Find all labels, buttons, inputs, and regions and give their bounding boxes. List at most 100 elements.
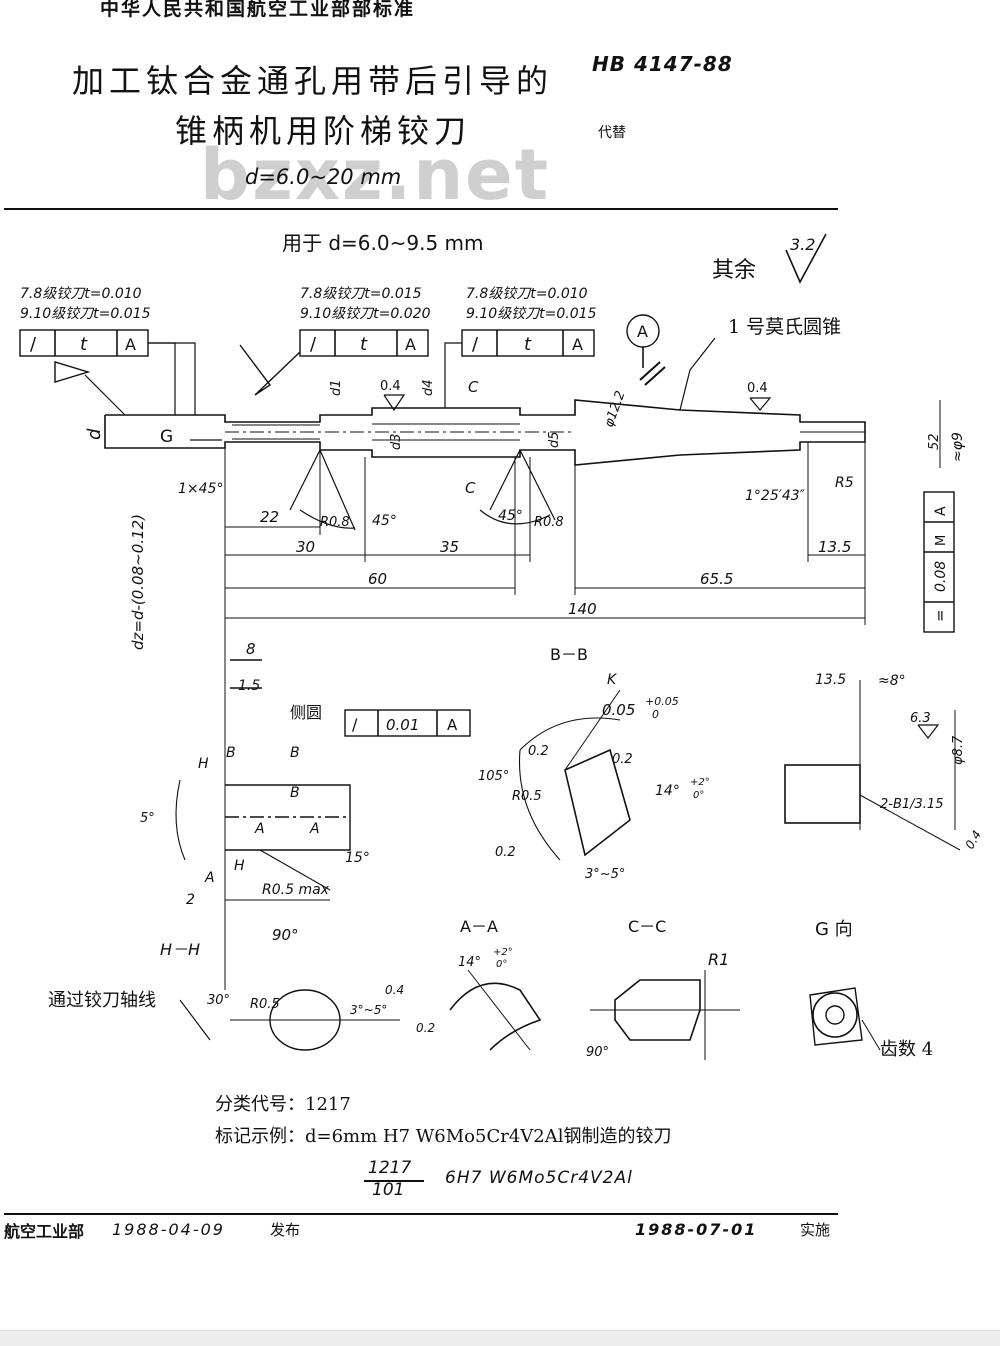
rest-label: 其余 [712,258,756,283]
angle-90: 90° [272,926,299,944]
issue-date: 1988-04-09 [112,1220,225,1239]
applies-to: 用于 d=6.0~9.5 mm [282,231,484,255]
implementation-label: 实施 [800,1221,831,1239]
tol-right-1: 7.8级铰刀t=0.010 [466,286,588,302]
marking-denominator: 101 [372,1180,405,1200]
r1-label: R1 [708,950,729,969]
angle-3-5-hh: 3°~5° [350,1003,387,1017]
phi12-label: φ12.2 [602,389,629,429]
dim-13-5: 13.5 [818,538,851,556]
fcf-mid-symbol: / [310,334,317,355]
angle-14-lower: 0° [693,790,704,801]
footer-rule [4,1213,838,1215]
chamfer-label: 1×45° [178,481,223,497]
dim-65-5: 65.5 [700,570,733,588]
d5-label: d5 [547,431,562,448]
right-fcf-m: M [934,535,949,546]
drawing-annotations: 用于 d=6.0~9.5 mm 其余 3.2 7.8级铰刀t=0.010 9.1… [20,231,984,1060]
side-circle-label: 侧圆 [290,703,322,722]
fcf-right-symbol: / [472,334,479,355]
a-label-3: A [204,870,215,886]
diameter-range: d=6.0~20 mm [245,165,402,189]
angle-14-upper: +2° [690,777,710,788]
dim-35: 35 [440,538,459,556]
issue-label: 发布 [270,1221,301,1239]
d3-label: d3 [389,433,404,450]
dim-2: 2 [186,892,195,908]
watermark: bzxz.net [200,134,551,216]
k-tolerance-lower: 0 [652,708,659,721]
dim-8: 8 [246,640,256,658]
tol-left-1: 7.8级铰刀t=0.010 [20,286,142,302]
tol-left-2: 9.10级铰刀t=0.015 [20,306,151,322]
rough-02-c: 0.2 [495,845,516,860]
r05-hh: R0.5 [250,997,280,1012]
angle-105: 105° [478,769,509,784]
title-line-2: 锥柄机用阶梯铰刀 [175,112,472,150]
dim-13-5-b: 13.5 [815,672,846,688]
title-line-1: 加工钛合金通孔用带后引导的 [72,62,554,100]
fcf-right-t: t [524,334,532,355]
dim-1-5: 1.5 [238,678,260,694]
right-fcf-symbol: = [931,609,949,622]
marking-example: 标记示例：d=6mm H7 W6Mo5Cr4V2Al钢制造的铰刀 [215,1126,672,1147]
rough-02-a: 0.2 [528,744,549,759]
k-label: K [607,672,618,688]
viewer-bottom-band [0,1330,1000,1346]
c-bottom-label: C [465,479,476,497]
marking-fraction-line [364,1180,424,1182]
c-top-label: C [468,378,479,396]
d4-label: d4 [421,379,436,396]
axis-note: 通过铰刀轴线 [48,990,156,1011]
classification-code: 分类代号：1217 [215,1094,351,1115]
phi9-label: ≈φ9 [950,432,966,462]
tol-mid-1: 7.8级铰刀t=0.015 [300,286,422,302]
k-tolerance: 0.05 [602,701,635,719]
fcf-left-t: t [80,334,88,355]
angle-14-aa-upper: +2° [493,947,513,958]
implementation-date: 1988-07-01 [635,1220,758,1239]
dim-52: 52 [927,433,942,450]
taper-angle: 1°25′43″ [745,488,806,504]
angle-15: 15° [345,850,370,866]
rest-roughness: 3.2 [790,235,815,254]
b-label-1: B [226,745,236,761]
angle-5: 5° [140,811,155,826]
dz-formula: dz=d-(0.08~0.12) [129,514,147,650]
r08-right: R0.8 [534,515,564,530]
r08-left: R0.8 [320,515,350,530]
r05-label: R0.5 [512,789,542,804]
a-label-1: A [254,821,265,837]
center-hole-label: 2-B1/3.15 [880,797,943,812]
fcf-mid-t: t [360,334,368,355]
dim-22: 22 [260,508,279,526]
rough-04-label: 0.4 [380,379,401,394]
angle-14-aa-lower: 0° [496,959,507,970]
r5-label: R5 [835,475,854,491]
tol-right-2: 9.10级铰刀t=0.015 [466,306,597,322]
angle-3-5: 3°~5° [585,867,625,882]
b-label-2: B [290,745,300,761]
replaces-label: 代替 [598,125,626,141]
fcf-left-datum: A [125,335,136,354]
rough-02-b: 0.2 [612,752,633,767]
side-tol-value: 0.01 [386,716,419,734]
right-fcf-datum: A [933,506,949,516]
dim-60: 60 [368,570,387,588]
section-cc-title: C－C [628,917,666,936]
technical-drawing: 用于 d=6.0~9.5 mm 其余 3.2 7.8级铰刀t=0.010 9.1… [19,231,984,1060]
standard-number: HB 4147-88 [592,52,733,76]
section-aa-title: A－A [460,917,498,936]
rough-04-hh: 0.4 [385,983,404,997]
reamer-outline [19,233,961,1060]
side-tol-symbol: / [352,715,358,734]
angle-45-right: 45° [498,508,523,524]
rough-04-c: 0.4 [962,828,984,852]
d-label: d [84,428,105,440]
teeth-count: 齿数 4 [880,1039,933,1060]
g-arrow-label: G [160,427,173,447]
angle-14: 14° [655,783,680,799]
marking-designation: 6H7 W6Mo5Cr4V2Al [445,1168,633,1188]
angle-45-left: 45° [372,513,397,529]
fcf-mid-datum: A [405,335,416,354]
